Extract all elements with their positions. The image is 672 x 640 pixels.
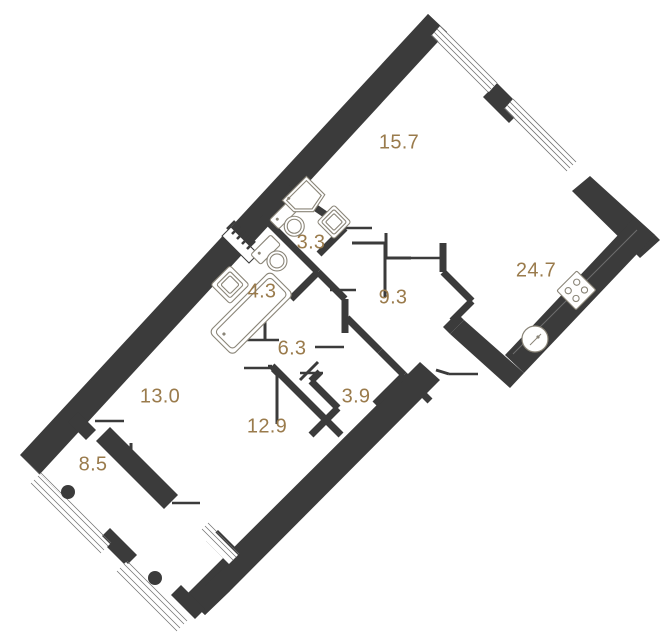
window-bedroom1-a bbox=[430, 25, 498, 93]
washing-machine-icon bbox=[211, 266, 249, 304]
window-balcony-b bbox=[116, 560, 188, 632]
area-label-living-kitchen: 24.7 bbox=[515, 259, 557, 282]
partition-hall-south bbox=[401, 372, 433, 404]
partition-hall-east-return bbox=[449, 298, 475, 324]
window-balcony-a bbox=[30, 472, 112, 554]
door-bedroom3-swing bbox=[270, 368, 279, 424]
window-livingroom-a bbox=[503, 98, 577, 172]
balcony-post-2 bbox=[148, 571, 162, 585]
area-label-bedroom-1: 15.7 bbox=[378, 131, 420, 154]
door-storage-swing bbox=[298, 360, 320, 382]
area-label-bedroom-2: 13.0 bbox=[139, 385, 181, 408]
wash-basin-icon bbox=[269, 201, 305, 237]
area-label-balcony: 8.5 bbox=[78, 453, 108, 476]
exterior-wall-east-corner bbox=[635, 235, 660, 258]
exterior-walls bbox=[20, 14, 660, 619]
window-bedroom3 bbox=[198, 522, 240, 564]
partition-corridor-a bbox=[288, 269, 321, 302]
area-label-bathroom: 3.3 bbox=[296, 231, 326, 254]
partition-storage-east bbox=[377, 348, 407, 378]
cooktop-icon bbox=[556, 270, 596, 310]
fixtures bbox=[210, 175, 596, 354]
door-bedroom1 bbox=[384, 233, 411, 260]
kitchen-sink-icon bbox=[521, 325, 549, 353]
windows bbox=[30, 25, 577, 632]
shower-tray-icon bbox=[281, 175, 326, 213]
partition-bath-divider bbox=[259, 213, 321, 275]
partition-hall-east bbox=[440, 269, 475, 304]
door-bath-swing bbox=[352, 241, 387, 297]
bathtub-icon bbox=[210, 272, 292, 354]
balcony-parapet-pier-1 bbox=[99, 528, 137, 566]
partition-bedroom3-north bbox=[269, 363, 344, 438]
door-kitchen-swing bbox=[435, 368, 450, 376]
interior-wall-bedroom-divider bbox=[96, 427, 178, 509]
area-label-hall: 9.3 bbox=[378, 286, 408, 309]
partition-corridor-b bbox=[315, 269, 348, 302]
area-label-wc-bath: 4.3 bbox=[247, 280, 277, 303]
interior-pier-balcony-door bbox=[68, 412, 96, 440]
partition-storage-north bbox=[344, 315, 383, 354]
area-label-corridor: 6.3 bbox=[277, 337, 307, 360]
toilet-wc-icon bbox=[251, 235, 288, 272]
balcony-parapet-pier-2 bbox=[171, 585, 205, 619]
partition-storage-west-b bbox=[308, 378, 341, 411]
balcony-post-1 bbox=[61, 485, 75, 499]
area-label-storage: 3.9 bbox=[341, 385, 371, 408]
door-bath-blank bbox=[345, 232, 385, 282]
exterior-wall-southeast-long bbox=[185, 362, 440, 615]
ventilation-duct-icon bbox=[221, 220, 259, 264]
bath-cabinet-icon bbox=[317, 205, 351, 239]
exterior-wall-kitchen-southwest bbox=[450, 320, 524, 388]
area-label-bedroom-3: 12.9 bbox=[246, 415, 288, 438]
partition-storage-southeast bbox=[372, 372, 407, 407]
doors bbox=[95, 226, 478, 505]
